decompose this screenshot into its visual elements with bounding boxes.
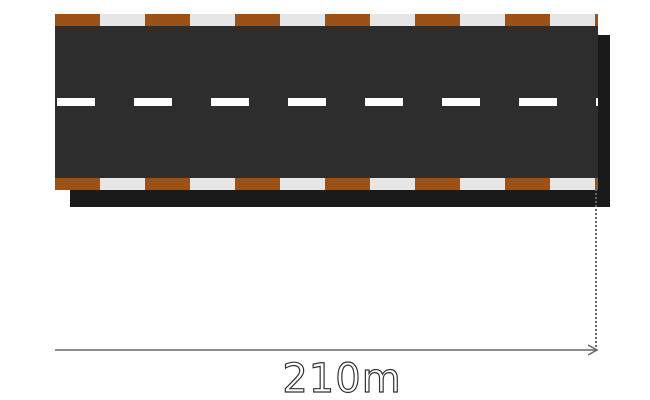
curb-segment [550,14,595,26]
dimension-label: 210m [282,356,401,400]
lane-dash [57,98,95,106]
bottom-curb [55,178,598,190]
lane-dash [211,98,249,106]
curb-segment [190,178,235,190]
lane-dash [365,98,403,106]
top-curb [55,14,598,26]
curb-segment [415,14,460,26]
curb-segment [505,14,550,26]
curb-segment [235,14,280,26]
curb-segment [235,178,280,190]
curb-segment [55,14,100,26]
curb-segment [325,14,370,26]
lane-dash [134,98,172,106]
curb-segment [415,178,460,190]
curb-segment [325,178,370,190]
arrow-head-icon [587,344,599,356]
curb-segment [55,178,100,190]
curb-segment [145,178,190,190]
dimension-arrow [55,344,599,356]
curb-segment [190,14,235,26]
curb-segment [595,178,598,190]
curb-segment [505,178,550,190]
lane-dash [288,98,326,106]
curb-segment [280,14,325,26]
curb-segment [595,14,598,26]
lane-dash [519,98,557,106]
curb-segment [100,14,145,26]
curb-segment [550,178,595,190]
curb-segment [460,14,505,26]
curb-segment [370,14,415,26]
lane-dash [596,98,598,106]
curb-segment [370,178,415,190]
curb-segment [145,14,190,26]
curb-segment [280,178,325,190]
curb-segment [460,178,505,190]
center-lane-line [57,98,598,106]
curb-segment [100,178,145,190]
lane-dash [442,98,480,106]
